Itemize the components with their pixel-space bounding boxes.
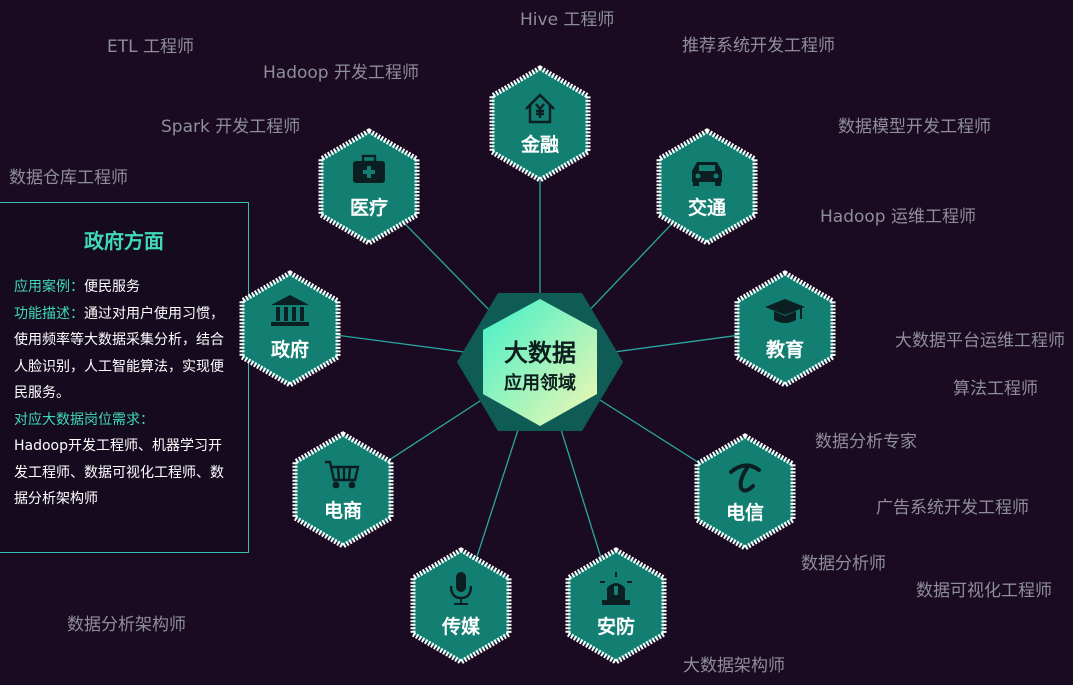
- job-label-ad-system: 广告系统开发工程师: [876, 498, 1029, 518]
- job-label-data-warehouse: 数据仓库工程师: [9, 168, 128, 188]
- job-label-analysis-architect: 数据分析架构师: [67, 615, 186, 635]
- domain-label-security: 安防: [597, 615, 635, 638]
- info-panel-title: 政府方面: [84, 229, 164, 253]
- job-label-hadoop-dev: Hadoop 开发工程师: [263, 63, 419, 83]
- car-icon: [692, 162, 722, 186]
- job-label-spark-dev: Spark 开发工程师: [161, 117, 301, 137]
- job-label-hadoop-ops: Hadoop 运维工程师: [820, 207, 976, 227]
- domain-node-media[interactable]: 传媒: [410, 547, 512, 665]
- shopping-cart-icon: [325, 460, 360, 489]
- job-label-etl: ETL 工程师: [107, 37, 195, 57]
- domain-node-medical[interactable]: 医疗: [318, 128, 420, 246]
- info-desc-label: 功能描述：: [14, 305, 84, 322]
- job-label-bigdata-architect: 大数据架构师: [683, 656, 785, 676]
- job-label-visualization: 数据可视化工程师: [916, 581, 1052, 601]
- domain-label-finance: 金融: [520, 133, 559, 156]
- domain-node-education[interactable]: 教育: [734, 270, 836, 388]
- info-description: 功能描述：通过对用户使用习惯，使用频率等大数据采集分析，结合人脸识别，人工智能算…: [14, 301, 234, 407]
- info-jobs-value: Hadoop开发工程师、机器学习开发工程师、数据可视化工程师、数据分析架构师: [14, 438, 224, 507]
- info-case-value: 便民服务: [84, 279, 140, 295]
- domain-label-ecommerce: 电商: [324, 499, 362, 522]
- microphone-icon: [449, 572, 473, 605]
- job-label-hive: Hive 工程师: [520, 10, 615, 30]
- job-label-data-model: 数据模型开发工程师: [838, 117, 991, 137]
- center-subtitle: 应用领域: [504, 372, 576, 394]
- info-jobs: 对应大数据岗位需求： Hadoop开发工程师、机器学习开发工程师、数据可视化工程…: [14, 407, 234, 513]
- domain-label-education: 教育: [766, 338, 804, 361]
- domain-node-government[interactable]: 政府: [239, 270, 341, 388]
- domain-label-government: 政府: [271, 338, 309, 361]
- graduation-cap-icon: [765, 299, 805, 323]
- domain-label-telecom: 电信: [726, 501, 764, 524]
- job-label-analysis-expert: 数据分析专家: [815, 432, 917, 452]
- job-label-platform-ops: 大数据平台运维工程师: [895, 331, 1065, 351]
- info-case: 应用案例：便民服务: [14, 274, 234, 301]
- job-label-analyst: 数据分析师: [801, 554, 886, 574]
- telecom-logo-icon: [729, 463, 761, 493]
- domain-node-finance[interactable]: 金融: [489, 65, 591, 183]
- info-case-label: 应用案例：: [14, 279, 84, 295]
- alarm-siren-icon: [600, 572, 632, 605]
- finance-house-yen-icon: [525, 93, 555, 124]
- government-building-icon: [271, 295, 309, 326]
- info-panel: 政府方面 应用案例：便民服务 功能描述：通过对用户使用习惯，使用频率等大数据采集…: [0, 202, 249, 553]
- info-desc-value: 通过对用户使用习惯，使用频率等大数据采集分析，结合人脸识别，人工智能算法，实现便…: [14, 305, 224, 402]
- domain-node-telecom[interactable]: 电信: [694, 433, 796, 551]
- info-jobs-label: 对应大数据岗位需求：: [14, 411, 154, 428]
- center-hub[interactable]: 大数据 应用领域: [457, 293, 623, 431]
- center-title: 大数据: [504, 339, 576, 367]
- domain-label-media: 传媒: [441, 615, 481, 638]
- domain-node-ecommerce[interactable]: 电商: [292, 431, 394, 549]
- domain-node-traffic[interactable]: 交通: [656, 128, 758, 246]
- domain-node-security[interactable]: 安防: [565, 547, 667, 665]
- job-label-algorithm: 算法工程师: [953, 379, 1038, 399]
- domain-label-traffic: 交通: [688, 196, 727, 219]
- domain-label-medical: 医疗: [350, 196, 388, 219]
- job-label-recommendation: 推荐系统开发工程师: [682, 36, 835, 56]
- medical-kit-icon: [353, 154, 385, 183]
